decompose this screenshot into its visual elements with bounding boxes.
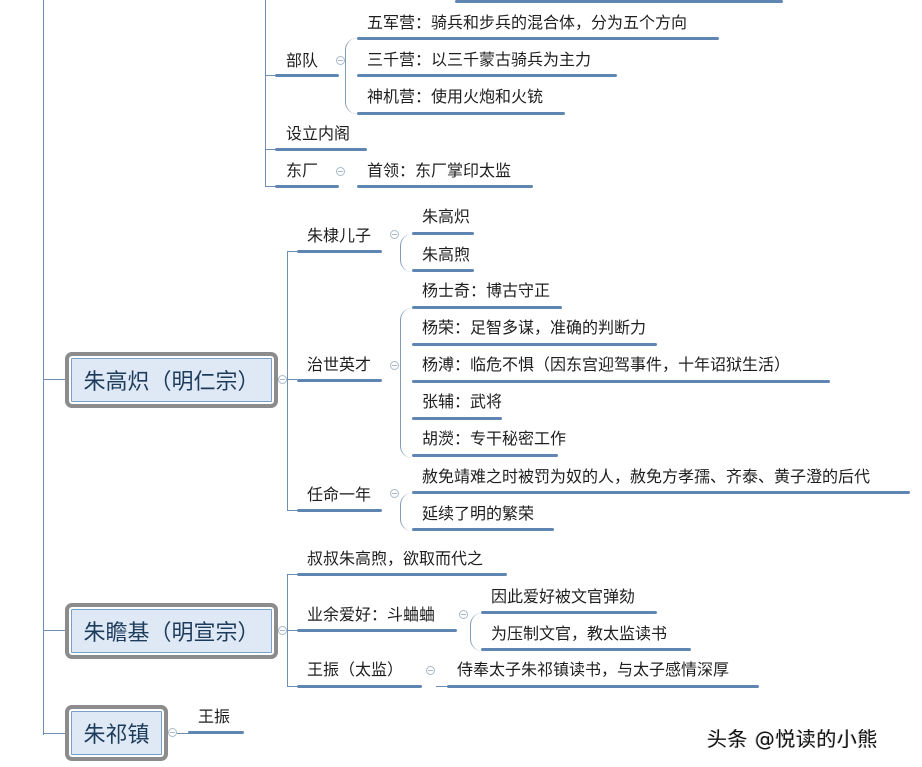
branch-brace [400,493,413,531]
trunk-connector-2 [43,630,67,631]
leaf-underline [412,528,554,531]
leaf-underline [412,380,830,383]
root-node-zhu-gaochi[interactable]: 朱高炽（明仁宗） [65,352,278,408]
branch-underline [275,74,339,77]
branch-label-dongchang: 东厂 [286,161,319,180]
leaf-underline [412,491,910,494]
connector [177,733,189,734]
trunk-connector-1 [43,379,67,380]
collapse-toggle-icon[interactable] [278,375,287,384]
branch-label-cabinet: 设立内阁 [286,124,351,143]
leaf-underline [481,611,657,614]
collapse-toggle-icon[interactable] [459,610,468,619]
connector [287,574,297,575]
leaf-underline [412,417,502,420]
connector [287,630,297,631]
connector [287,251,297,252]
leaf-underline [447,685,759,688]
root-node-zhu-qizhen[interactable]: 朱祁镇 [65,705,168,761]
branch-underline [188,731,244,734]
branch-brace [400,234,413,272]
leaf-underline [412,454,558,457]
leaf-label: 三千营：以三千蒙古骑兵为主力 [367,50,592,69]
leaf-label: 杨士奇：博古守正 [422,281,551,300]
branch-underline [275,148,367,151]
leaf-label: 胡濙：专干秘密工作 [422,429,567,448]
leaf-label: 朱高煦 [422,245,471,264]
branch-underline [297,685,422,688]
collapse-toggle-icon[interactable] [336,167,345,176]
trunk-connector-3 [43,733,67,734]
leaf-underline [357,185,533,188]
branch-label: 治世英才 [307,355,372,374]
connector [287,379,297,380]
leaf-underline [357,37,719,40]
leaf-underline [357,74,617,77]
branch-label: 任命一年 [307,485,372,504]
branch-label: 叔叔朱高煦，欲取而代之 [307,549,484,568]
leaf-underline [481,648,691,651]
branch-label: 朱棣儿子 [307,226,372,245]
collapse-toggle-icon[interactable] [336,56,345,65]
connector [265,75,275,76]
branch-underline [297,250,382,253]
leaf-underline [412,232,474,235]
collapse-toggle-icon[interactable] [426,666,435,675]
leaf-underline [412,269,474,272]
connector [287,686,297,687]
leaf-label: 张辅：武将 [422,392,503,411]
collapse-toggle-icon[interactable] [390,361,399,370]
branch-label: 王振（太监） [307,660,404,679]
branch-underline [297,379,382,382]
leaf-underline [357,112,565,115]
leaf-label: 为压制文官，教太监读书 [491,624,668,643]
leaf-label: 杨溥：临危不惧（因东宫迎驾事件，十年诏狱生活） [422,355,791,374]
leaf-underline [412,343,657,346]
collapse-toggle-icon[interactable] [390,230,399,239]
leaf-label: 赦免靖难之时被罚为奴的人，赦免方孝孺、齐泰、黄子澄的后代 [422,467,871,486]
collapse-toggle-icon[interactable] [278,626,287,635]
connector [436,686,448,687]
branch-underline [297,573,507,576]
branch-underline [275,185,339,188]
branch-label: 业余爱好：斗蛐蛐 [307,605,436,624]
branch-brace [400,308,413,458]
leaf-label: 朱高炽 [422,207,471,226]
leaf-label: 杨荣：足智多谋，准确的判断力 [422,318,647,337]
branch-brace [470,613,483,651]
top-prev-underline [455,0,783,3]
connector [265,186,275,187]
connector [287,510,297,511]
connector [265,149,275,150]
leaf-label: 因此爱好被文官弹劾 [491,587,636,606]
collapse-toggle-icon[interactable] [390,489,399,498]
leaf-underline [412,306,562,309]
leaf-label: 延续了明的繁荣 [422,504,535,523]
branch-brace [345,38,360,114]
leaf-label: 五军营：骑兵和步兵的混合体，分为五个方向 [367,13,688,32]
root-node-zhu-zhanji[interactable]: 朱瞻基（明宣宗） [65,603,278,659]
leaf-label: 侍奉太子朱祁镇读书，与太子感情深厚 [457,660,730,679]
trunk-line [43,0,44,735]
root1-branch-line [287,251,288,511]
branch-underline [297,509,382,512]
watermark-text: 头条 @悦读的小熊 [707,727,878,751]
leaf-label: 神机营：使用火炮和火铳 [367,87,544,106]
leaf-label: 首领：东厂掌印太监 [367,161,512,180]
branch-label: 王振 [198,707,231,726]
collapse-toggle-icon[interactable] [168,728,177,737]
branch-underline [297,629,457,632]
branch-label-troops: 部队 [286,51,319,70]
top-section-line [265,0,266,187]
